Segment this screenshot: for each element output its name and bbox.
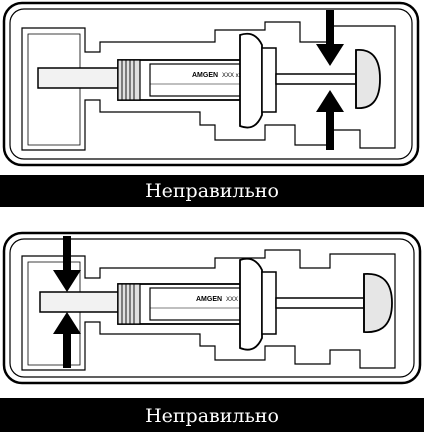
arrow-down-icon (53, 236, 81, 292)
label-brand-text: AMGEN (196, 296, 222, 303)
caption-incorrect-2: Неправильно (145, 405, 279, 427)
needle-cap (37, 67, 123, 89)
label-brand-text: AMGEN (192, 72, 218, 79)
caption-incorrect-1: Неправильно (145, 180, 279, 202)
syringe-label (149, 287, 249, 321)
caption-band-2 (0, 398, 424, 432)
label-code-text: XXX xx (222, 73, 242, 79)
caption-band-1 (0, 175, 424, 207)
plunger-rod (275, 73, 357, 85)
label-code-text: XXX xx (226, 297, 246, 303)
arrow-up-icon (53, 312, 81, 368)
needle-cap (39, 291, 123, 313)
finger-flange (239, 257, 263, 351)
diagram-panel-2: AMGEN XXX xx (0, 230, 424, 390)
arrow-down-icon (316, 10, 344, 66)
diagram-panel-1: AMGEN XXX xx (0, 0, 424, 172)
syringe-tray-illustration-1: AMGEN XXX xx (2, 1, 420, 167)
plunger-head (355, 49, 381, 109)
syringe-tray-illustration-2: AMGEN XXX xx (2, 231, 422, 385)
arrow-up-icon (316, 90, 344, 150)
plunger-head (363, 273, 393, 333)
plunger-rod (275, 297, 365, 309)
finger-flange (239, 32, 263, 129)
syringe-label (149, 63, 249, 97)
